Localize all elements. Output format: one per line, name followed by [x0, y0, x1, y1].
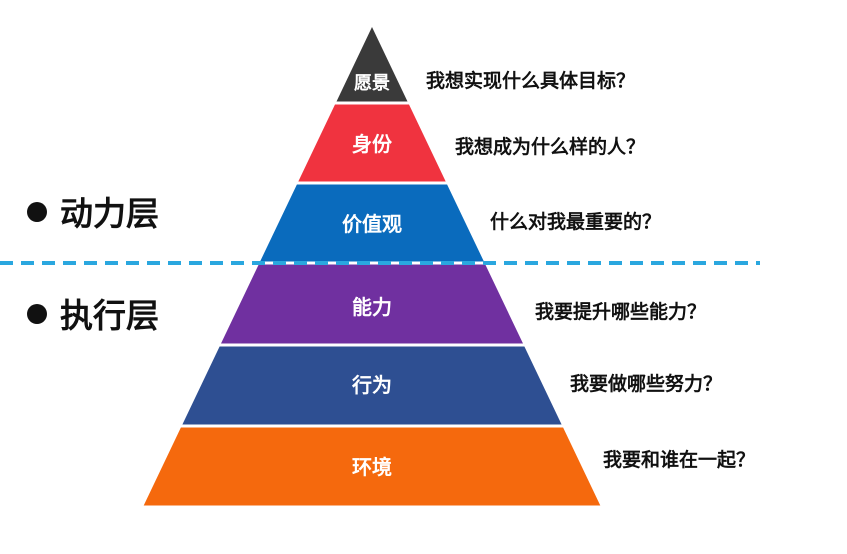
group-label-execution: 执行层	[60, 296, 159, 335]
pyramid-tier-vision	[336, 27, 408, 102]
bullet-execution	[27, 304, 47, 324]
pyramid-tier-environment	[143, 427, 601, 506]
tier-label-environment: 环境	[352, 455, 392, 479]
tier-question-vision: 我想实现什么具体目标？	[426, 69, 635, 92]
pyramid-tier-identity	[298, 104, 446, 182]
tier-label-vision: 愿景	[354, 73, 390, 94]
tier-question-identity: 我想成为什么样的人？	[455, 135, 645, 158]
tier-question-environment: 我要和谁在一起？	[603, 448, 755, 471]
tier-label-behavior: 行为	[351, 373, 392, 397]
group-label-motivation: 动力层	[60, 194, 159, 233]
bullet-motivation	[27, 202, 47, 222]
pyramid-tier-behavior	[182, 346, 562, 425]
pyramid-tier-values	[260, 184, 484, 262]
tier-label-values: 价值观	[342, 212, 402, 236]
tier-label-identity: 身份	[352, 132, 393, 156]
tier-question-behavior: 我要做哪些努力？	[570, 372, 722, 395]
tier-label-capability: 能力	[352, 295, 392, 319]
tier-question-capability: 我要提升哪些能力？	[535, 300, 706, 323]
tier-question-values: 什么对我最重要的？	[490, 210, 661, 233]
pyramid-tier-capability	[221, 264, 523, 344]
